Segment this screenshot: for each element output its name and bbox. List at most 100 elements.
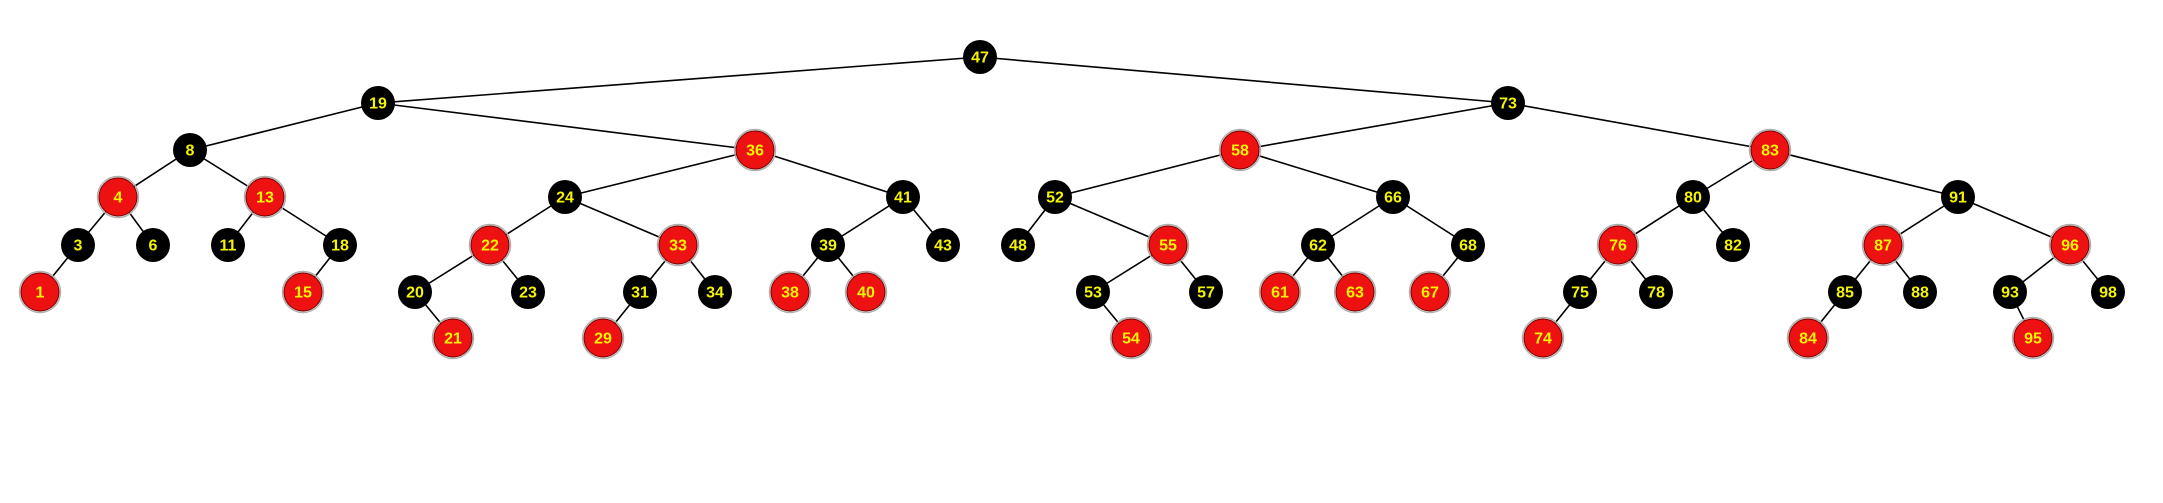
tree-node-82: 82: [1716, 228, 1750, 262]
node-halo: [656, 223, 700, 267]
node-label: 33: [669, 238, 687, 255]
red-node-circle: [1410, 272, 1450, 312]
black-node-circle: [926, 228, 960, 262]
node-halo: [581, 316, 625, 360]
red-node-circle: [1148, 225, 1188, 265]
black-node-circle: [1639, 275, 1673, 309]
node-label: 57: [1197, 285, 1215, 302]
tree-node-43: 43: [926, 228, 960, 262]
node-halo: [1596, 223, 1640, 267]
tree-node-85: 85: [1828, 275, 1862, 309]
node-halo: [1408, 270, 1452, 314]
node-label: 38: [781, 285, 799, 302]
tree-node-96: 96: [2048, 223, 2092, 267]
tree-edge-58-52: [1054, 149, 1241, 198]
black-node-circle: [1376, 180, 1410, 214]
node-label: 68: [1459, 238, 1477, 255]
tree-node-74: 74: [1521, 316, 1565, 360]
tree-edge-19-36: [377, 102, 756, 151]
red-node-circle: [433, 318, 473, 358]
node-label: 52: [1046, 190, 1064, 207]
node-label: 1: [36, 285, 45, 302]
node-label: 95: [2024, 331, 2042, 348]
node-halo: [1258, 270, 1302, 314]
red-node-circle: [846, 272, 886, 312]
node-label: 39: [819, 238, 837, 255]
tree-node-76: 76: [1596, 223, 1640, 267]
black-node-circle: [61, 228, 95, 262]
black-node-circle: [1001, 228, 1035, 262]
node-label: 20: [406, 285, 424, 302]
node-label: 6: [149, 238, 158, 255]
red-node-circle: [245, 177, 285, 217]
red-node-circle: [583, 318, 623, 358]
red-node-circle: [735, 130, 775, 170]
node-label: 61: [1271, 285, 1289, 302]
tree-node-15: 15: [281, 270, 325, 314]
tree-node-13: 13: [243, 175, 287, 219]
red-node-circle: [1788, 318, 1828, 358]
black-node-circle: [1941, 180, 1975, 214]
tree-node-40: 40: [844, 270, 888, 314]
tree-node-41: 41: [886, 180, 920, 214]
node-label: 67: [1421, 285, 1439, 302]
black-node-circle: [623, 275, 657, 309]
node-halo: [1786, 316, 1830, 360]
tree-node-78: 78: [1639, 275, 1673, 309]
tree-node-55: 55: [1146, 223, 1190, 267]
red-node-circle: [2050, 225, 2090, 265]
black-node-circle: [1563, 275, 1597, 309]
tree-node-63: 63: [1333, 270, 1377, 314]
tree-node-98: 98: [2091, 275, 2125, 309]
tree-node-53: 53: [1076, 275, 1110, 309]
tree-node-34: 34: [698, 275, 732, 309]
tree-node-95: 95: [2011, 316, 2055, 360]
node-label: 55: [1159, 238, 1177, 255]
tree-node-67: 67: [1408, 270, 1452, 314]
red-node-circle: [770, 272, 810, 312]
node-halo: [1109, 316, 1153, 360]
node-label: 58: [1231, 143, 1249, 160]
tree-node-21: 21: [431, 316, 475, 360]
node-halo: [96, 175, 140, 219]
black-node-circle: [361, 86, 395, 120]
tree-node-58: 58: [1218, 128, 1262, 172]
node-label: 93: [2001, 285, 2019, 302]
tree-node-11: 11: [211, 228, 245, 262]
tree-node-22: 22: [468, 223, 512, 267]
node-label: 96: [2061, 238, 2079, 255]
tree-edge-83-91: [1769, 149, 1959, 198]
tree-edge-36-41: [754, 149, 904, 198]
red-node-circle: [1260, 272, 1300, 312]
red-node-circle: [1111, 318, 1151, 358]
black-node-circle: [173, 133, 207, 167]
tree-node-4: 4: [96, 175, 140, 219]
node-halo: [1521, 316, 1565, 360]
node-halo: [2011, 316, 2055, 360]
node-label: 75: [1571, 285, 1589, 302]
tree-node-68: 68: [1451, 228, 1485, 262]
node-halo: [243, 175, 287, 219]
node-halo: [768, 270, 812, 314]
node-halo: [281, 270, 325, 314]
node-label: 91: [1949, 190, 1967, 207]
black-node-circle: [1451, 228, 1485, 262]
node-label: 36: [746, 143, 764, 160]
node-label: 53: [1084, 285, 1102, 302]
tree-node-20: 20: [398, 275, 432, 309]
tree-node-54: 54: [1109, 316, 1153, 360]
black-node-circle: [811, 228, 845, 262]
node-label: 4: [114, 190, 123, 207]
red-node-circle: [1598, 225, 1638, 265]
node-halo: [1748, 128, 1792, 172]
node-label: 83: [1761, 143, 1779, 160]
black-node-circle: [1491, 86, 1525, 120]
node-label: 80: [1684, 190, 1702, 207]
tree-node-36: 36: [733, 128, 777, 172]
red-node-circle: [1335, 272, 1375, 312]
black-node-circle: [1189, 275, 1223, 309]
node-label: 76: [1609, 238, 1627, 255]
node-label: 62: [1309, 238, 1327, 255]
node-halo: [1146, 223, 1190, 267]
